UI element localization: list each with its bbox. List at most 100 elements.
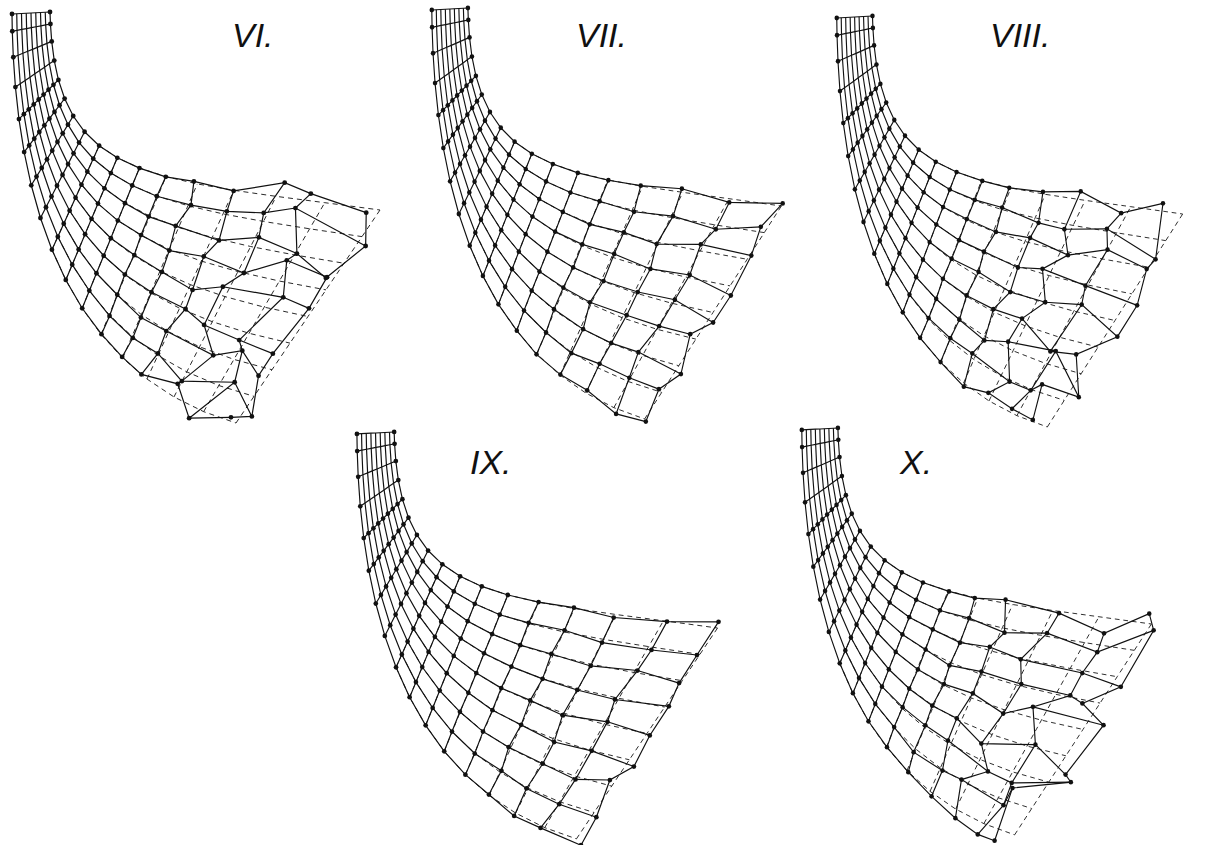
mesh-node	[381, 548, 386, 553]
mesh-line	[444, 595, 508, 751]
mesh-node	[536, 600, 541, 605]
mesh-node	[1019, 682, 1024, 687]
mesh-node	[666, 704, 671, 709]
mesh-line	[560, 186, 643, 375]
mesh-line	[450, 9, 713, 323]
mesh-node	[677, 681, 682, 686]
mesh-node	[830, 507, 835, 512]
mesh-node	[874, 62, 879, 67]
mesh-node	[843, 648, 848, 653]
mesh-node	[942, 682, 947, 687]
mesh-node	[823, 589, 828, 594]
mesh-line	[913, 163, 1166, 241]
mesh-node	[108, 171, 113, 176]
mesh-line	[872, 16, 1162, 213]
mesh-node	[549, 652, 554, 657]
mesh-line	[45, 12, 365, 246]
mesh-node	[868, 544, 873, 549]
mesh-line	[837, 28, 873, 35]
mesh-line	[394, 432, 718, 622]
mesh-line	[614, 199, 729, 408]
mesh-node	[440, 562, 445, 567]
mesh-line	[581, 622, 719, 845]
mesh-node	[400, 497, 405, 502]
mesh-node	[465, 619, 470, 624]
mesh-node	[866, 719, 871, 724]
mesh-line	[514, 618, 614, 816]
mesh-node	[729, 293, 734, 298]
mesh-node	[860, 134, 865, 139]
mesh-line	[50, 12, 366, 213]
mesh-node	[1007, 185, 1012, 190]
mesh-node	[446, 139, 451, 144]
mesh-node	[187, 416, 192, 421]
mesh-node	[1062, 227, 1067, 232]
mesh-line	[489, 608, 574, 795]
mesh-node	[921, 257, 926, 262]
mesh-node	[962, 384, 967, 389]
mesh-node	[26, 107, 31, 112]
mesh-node	[496, 302, 501, 307]
mesh-node	[256, 373, 261, 378]
mesh-node	[759, 224, 764, 229]
mesh-node	[190, 288, 195, 293]
mesh-node	[608, 778, 613, 783]
mesh-node	[17, 117, 22, 122]
mesh-line	[364, 499, 403, 538]
mesh-node	[469, 78, 474, 83]
mesh-node	[946, 738, 951, 743]
mesh-node	[281, 295, 286, 300]
mesh-node	[957, 317, 962, 322]
mesh-node	[889, 212, 894, 217]
mesh-node	[635, 668, 640, 673]
mesh-line	[470, 142, 515, 246]
mesh-node	[156, 351, 161, 356]
mesh-node	[89, 216, 94, 221]
mesh-node	[96, 201, 101, 206]
mesh-node	[163, 174, 168, 179]
mesh-node	[872, 198, 877, 203]
mesh-node	[1147, 611, 1152, 616]
mesh-line	[815, 429, 1065, 774]
deformed-mesh	[430, 6, 785, 424]
mesh-node	[436, 113, 441, 118]
mesh-line	[829, 428, 1121, 686]
mesh-node	[560, 713, 565, 718]
mesh-node	[1041, 190, 1046, 195]
mesh-node	[175, 381, 180, 386]
mesh-line	[376, 433, 650, 735]
mesh-node	[483, 158, 488, 163]
mesh-node	[871, 26, 876, 31]
mesh-node	[815, 522, 820, 527]
mesh-node	[164, 329, 169, 334]
mesh-node	[526, 620, 531, 625]
mesh-node	[451, 132, 456, 137]
mesh-node	[973, 198, 978, 203]
mesh-line	[357, 432, 394, 434]
mesh-node	[948, 336, 953, 341]
mesh-line	[12, 14, 231, 418]
mesh-node	[458, 709, 463, 714]
mesh-node	[916, 147, 921, 152]
mesh-node	[31, 102, 36, 107]
mesh-line	[576, 628, 717, 839]
mesh-node	[837, 608, 842, 613]
mesh-line	[616, 202, 729, 414]
mesh-node	[101, 253, 106, 258]
mesh-node	[99, 332, 104, 337]
mesh-node	[1068, 693, 1073, 698]
mesh-line	[988, 191, 1080, 392]
mesh-node	[843, 554, 848, 559]
mesh-node	[450, 98, 455, 103]
mesh-node	[927, 175, 932, 180]
mesh-node	[493, 136, 498, 141]
mesh-node	[853, 576, 858, 581]
mesh-line	[1012, 213, 1121, 409]
mesh-node	[921, 190, 926, 195]
deformed-mesh	[355, 430, 721, 845]
mesh-node	[606, 178, 611, 183]
mesh-node	[468, 144, 473, 149]
mesh-node	[883, 225, 888, 230]
mesh-node	[864, 96, 869, 101]
mesh-line	[450, 112, 490, 181]
